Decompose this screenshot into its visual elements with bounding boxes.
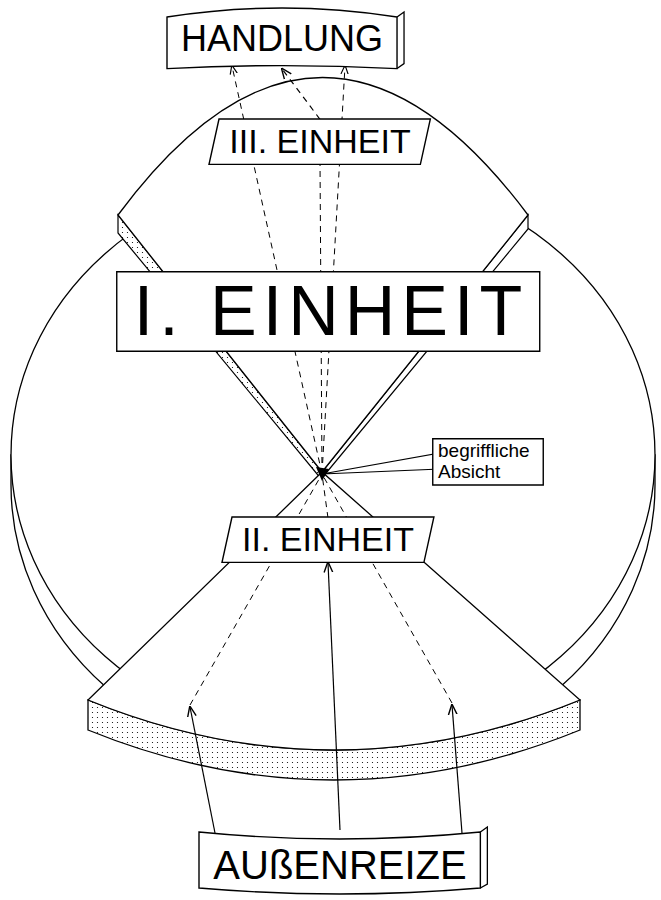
box-border [199,832,480,894]
callout-box: begriffliche Absicht [432,438,544,486]
box-border [222,517,434,562]
box-label: I. EINHEIT [134,273,528,350]
box-border [117,271,540,351]
box-label: begriffliche Absicht [438,441,538,483]
box-depth [397,12,404,69]
top-wedge [118,78,528,473]
stimulus-arrow [452,705,462,833]
dashed-path [322,474,328,518]
callout-pointer [322,453,440,474]
box-border [167,8,397,69]
box-label: III. EINHEIT [229,123,410,160]
arrow-connector [282,69,320,120]
action-box: HANDLUNG [167,7,397,69]
box-border [433,439,544,485]
stimulus-box: AUßENREIZE [199,830,480,894]
box-label: II. EINHEIT [242,521,414,558]
focal-point [316,467,329,481]
unit-label: II. EINHEIT [222,517,434,562]
box-label: AUßENREIZE [213,843,466,887]
box-border [209,119,430,164]
dashed-path [190,474,322,705]
unit-label: I. EINHEIT [116,271,540,352]
unit-label: III. EINHEIT [209,119,430,164]
stimulus-arrow [190,707,215,833]
dashed-path [322,474,452,703]
box-label: HANDLUNG [181,19,383,59]
box-depth [481,827,488,888]
arrow-connector [328,563,340,830]
